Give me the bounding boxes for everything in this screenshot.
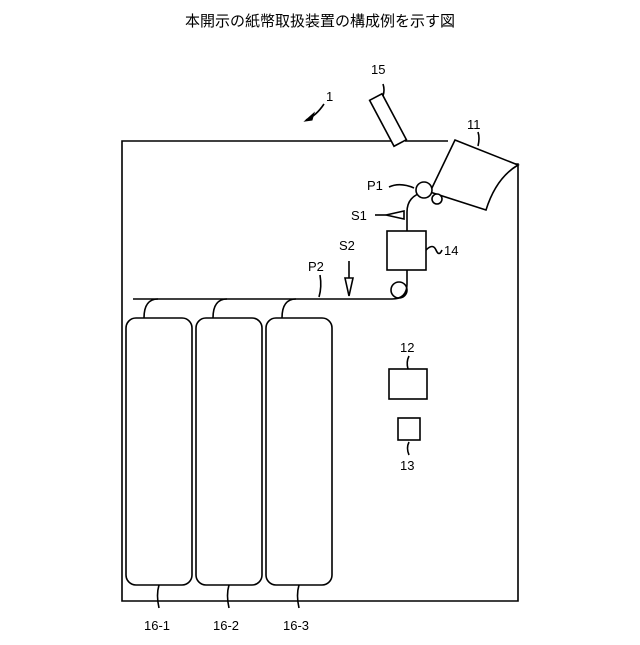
part-15	[370, 94, 407, 146]
label-11: 11	[467, 117, 481, 132]
leader-13	[408, 442, 410, 455]
leader-12	[407, 356, 409, 369]
sensor-s1	[386, 211, 404, 219]
leader-16-2	[228, 585, 230, 608]
cassette-16-3	[266, 318, 332, 585]
cassette-16-2	[196, 318, 262, 585]
storage-unit-13	[398, 418, 420, 440]
leader-14	[426, 247, 442, 254]
control-unit-12	[389, 369, 427, 399]
leader-15	[383, 84, 384, 96]
transport-path-p2	[133, 284, 407, 299]
roller-p1-large	[416, 182, 432, 198]
device-1-arrowhead	[305, 113, 314, 121]
label-p1: P1	[367, 178, 383, 193]
leader-p2	[319, 275, 321, 297]
leader-16-3	[298, 585, 300, 608]
roller-p2	[391, 282, 407, 298]
leader-p1	[389, 185, 414, 188]
label-s2: S2	[339, 238, 355, 253]
recognition-unit-14	[387, 231, 426, 270]
label-device-1: 1	[326, 89, 333, 104]
sensor-s2	[345, 278, 353, 296]
label-16-2: 16-2	[213, 618, 239, 633]
branch-16-3	[282, 299, 296, 318]
label-13: 13	[400, 458, 414, 473]
label-15: 15	[371, 62, 385, 77]
leader-16-1	[158, 585, 160, 608]
label-p2: P2	[308, 259, 324, 274]
branch-16-2	[213, 299, 227, 318]
label-12: 12	[400, 340, 414, 355]
branch-16-1	[144, 299, 158, 318]
label-16-1: 16-1	[144, 618, 170, 633]
figure-title: 本開示の紙幣取扱装置の構成例を示す図	[0, 10, 640, 31]
roller-p1-small	[432, 194, 442, 204]
label-14: 14	[444, 243, 458, 258]
label-s1: S1	[351, 208, 367, 223]
cassette-16-1	[126, 318, 192, 585]
leader-11	[478, 132, 479, 146]
inlet-11	[430, 140, 518, 210]
label-16-3: 16-3	[283, 618, 309, 633]
